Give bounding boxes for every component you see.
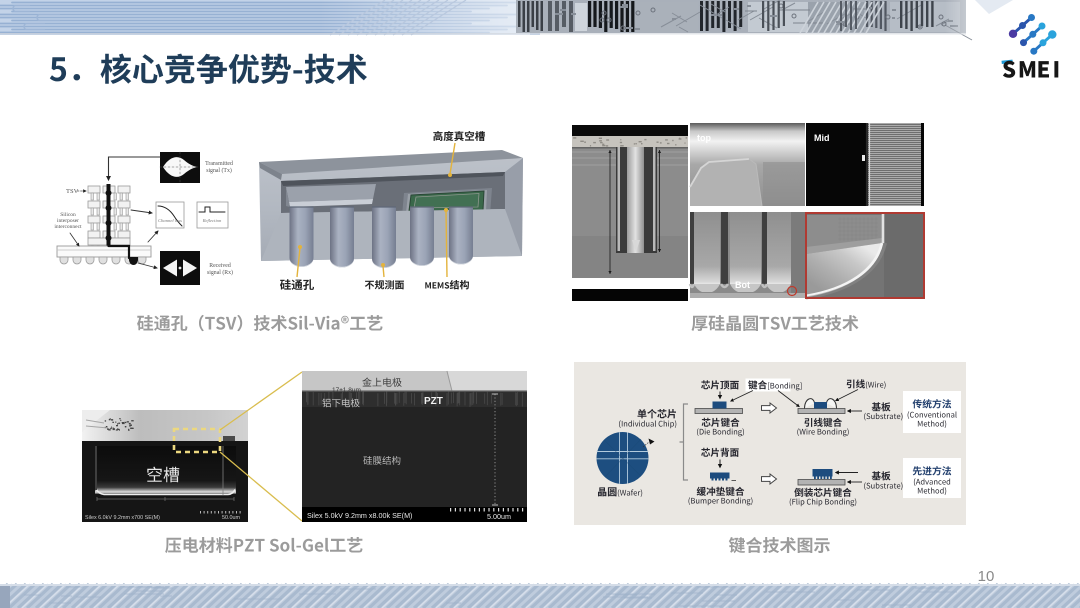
svg-text:17±1.8um: 17±1.8um — [332, 387, 361, 394]
svg-text:Received: Received — [209, 263, 231, 269]
svg-text:5.00um: 5.00um — [487, 512, 511, 521]
svg-text:TSV: TSV — [66, 188, 79, 195]
svg-text:top: top — [697, 133, 711, 143]
svg-text:Bot: Bot — [735, 280, 750, 290]
svg-text:Silex 5.0kV 9.2mm x8.00k SE(M): Silex 5.0kV 9.2mm x8.00k SE(M) — [307, 511, 412, 520]
svg-text:Channel loss: Channel loss — [158, 218, 182, 223]
svg-text:Transmitted: Transmitted — [205, 161, 233, 167]
svg-text:signal (Rx): signal (Rx) — [207, 269, 233, 276]
svg-text:interconnect: interconnect — [54, 224, 82, 230]
svg-text:Silex 6.0kV 9.2mm x700 SE(M): Silex 6.0kV 9.2mm x700 SE(M) — [85, 515, 160, 521]
svg-text:Reflection: Reflection — [202, 218, 222, 223]
svg-text:Silicon: Silicon — [60, 212, 76, 218]
svg-text:50.0um: 50.0um — [222, 515, 240, 521]
svg-text:10: 10 — [978, 568, 995, 585]
svg-text:signal (Tx): signal (Tx) — [206, 167, 232, 174]
svg-text:Mid: Mid — [814, 133, 830, 143]
svg-text:interposer: interposer — [57, 218, 79, 224]
svg-text:PZT: PZT — [424, 396, 443, 407]
